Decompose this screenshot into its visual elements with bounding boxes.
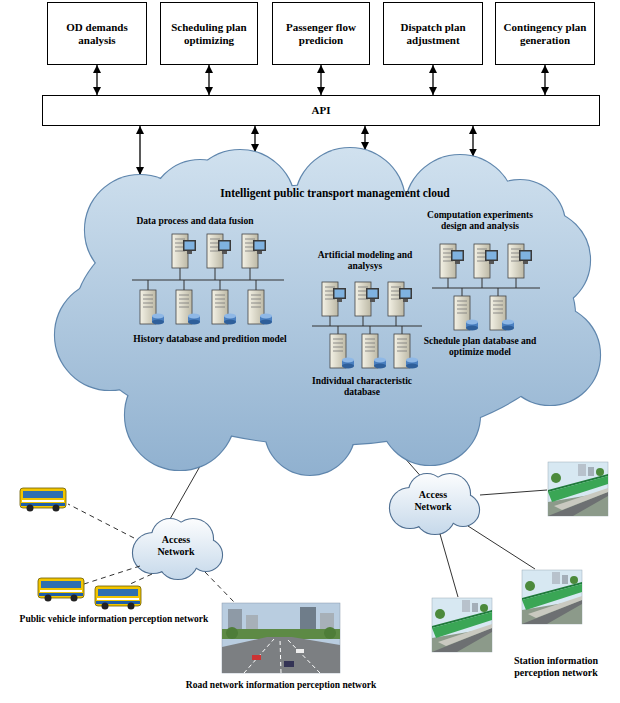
- double-arrow: [96, 65, 97, 95]
- cloud-lobe-outline: [125, 360, 235, 470]
- label-holder: Artificial modeling and analysys: [305, 250, 425, 272]
- wireless-links: [68, 504, 234, 602]
- server-icon: [388, 282, 412, 316]
- box-label: Contingency plan generation: [502, 21, 588, 46]
- cloud-lobe: [185, 150, 295, 260]
- server-icon: [474, 244, 498, 278]
- server-icon: [242, 234, 266, 268]
- api-bar: API: [42, 95, 600, 126]
- bus-icon: [38, 578, 84, 602]
- box-label: Scheduling plan optimizing: [167, 21, 251, 46]
- lan-bus: [432, 278, 540, 296]
- cloud-label: Access Network: [146, 534, 206, 557]
- function-box: Scheduling plan optimizing: [160, 2, 258, 65]
- double-arrow: [208, 65, 209, 95]
- function-box: Passenger flow predicion: [272, 2, 370, 65]
- function-box: Contingency plan generation: [495, 2, 595, 65]
- module-label: History database and predition model: [115, 334, 305, 345]
- label-holder: Road network information perception netw…: [176, 680, 386, 691]
- cloud-lobe-outline: [295, 148, 405, 258]
- station-photo: [522, 570, 582, 624]
- module-label: Computation experiments design and analy…: [415, 210, 545, 232]
- label-holder: History database and predition model: [115, 334, 305, 345]
- cloud-lobe: [295, 148, 405, 258]
- network-caption: Road network information perception netw…: [176, 680, 386, 691]
- double-arrow: [432, 65, 433, 95]
- dashed-link: [84, 566, 140, 584]
- server-group: [132, 234, 540, 369]
- database-icon: [248, 290, 272, 325]
- module-label: Artificial modeling and analysys: [305, 250, 425, 272]
- cloud-lobe-outline: [265, 385, 355, 475]
- station-photo: [548, 462, 608, 516]
- server-icon: [172, 234, 196, 268]
- dashed-link: [128, 574, 152, 585]
- dashed-link: [205, 572, 234, 602]
- network-caption: Public vehicle information perception ne…: [6, 614, 222, 625]
- label-holder: Data process and data fusion: [125, 216, 265, 227]
- label-holder: Station information perception network: [498, 655, 614, 678]
- module-label: Data process and data fusion: [125, 216, 265, 227]
- server-icon: [508, 244, 532, 278]
- server-icon: [440, 244, 464, 278]
- module-label: Individual characteristic database: [302, 376, 422, 398]
- database-icon: [176, 290, 200, 325]
- network-caption: Station information perception network: [498, 655, 614, 678]
- wired-link: [440, 534, 458, 597]
- cloud-lobe-outline: [500, 305, 600, 405]
- database-icon: [140, 290, 164, 325]
- double-arrow: [254, 126, 255, 152]
- wired-link: [480, 490, 547, 495]
- database-icon: [394, 334, 418, 369]
- database-icon: [330, 334, 354, 369]
- dashed-link: [68, 504, 134, 538]
- double-arrow: [139, 126, 140, 175]
- cloud-lobe: [265, 385, 355, 475]
- bus-icon: [95, 586, 141, 610]
- function-box: Dispatch plan adjustment: [383, 2, 483, 65]
- lan-bus: [132, 268, 284, 290]
- module-label: Schedule plan database and optimize mode…: [420, 336, 540, 358]
- road-photo: [222, 603, 340, 673]
- double-arrow: [364, 126, 365, 150]
- lan-bus: [312, 316, 422, 334]
- box-label: Dispatch plan adjustment: [390, 21, 476, 46]
- server-icon: [322, 282, 346, 316]
- network-link: [170, 466, 200, 519]
- cloud-lobe-outline: [185, 150, 295, 260]
- database-icon: [454, 296, 478, 331]
- cloud-lobe: [125, 360, 235, 470]
- box-label: OD demands analysis: [54, 21, 140, 46]
- label-holder: Computation experiments design and analy…: [415, 210, 545, 232]
- cloud-label: Intelligent public transport management …: [185, 187, 485, 200]
- double-arrow: [544, 65, 545, 95]
- database-icon: [490, 296, 514, 331]
- label-holder: Public vehicle information perception ne…: [6, 614, 222, 625]
- cloud-label: Access Network: [403, 489, 463, 512]
- database-icon: [362, 334, 386, 369]
- box-label: Passenger flow predicion: [279, 21, 363, 46]
- label-holder: Individual characteristic database: [302, 376, 422, 398]
- bus-icon: [20, 488, 66, 512]
- label-holder: Schedule plan database and optimize mode…: [420, 336, 540, 358]
- function-box: OD demands analysis: [47, 2, 147, 65]
- wired-link: [468, 526, 535, 569]
- double-arrow: [472, 126, 473, 157]
- double-arrow: [320, 65, 321, 95]
- server-icon: [207, 234, 231, 268]
- station-photo: [432, 598, 492, 652]
- server-icon: [355, 282, 379, 316]
- access-network-cloud: Access Network: [385, 470, 480, 535]
- access-network-cloud: Access Network: [128, 515, 223, 580]
- box-label: API: [312, 104, 331, 117]
- database-icon: [212, 290, 236, 325]
- cloud-lobe: [500, 305, 600, 405]
